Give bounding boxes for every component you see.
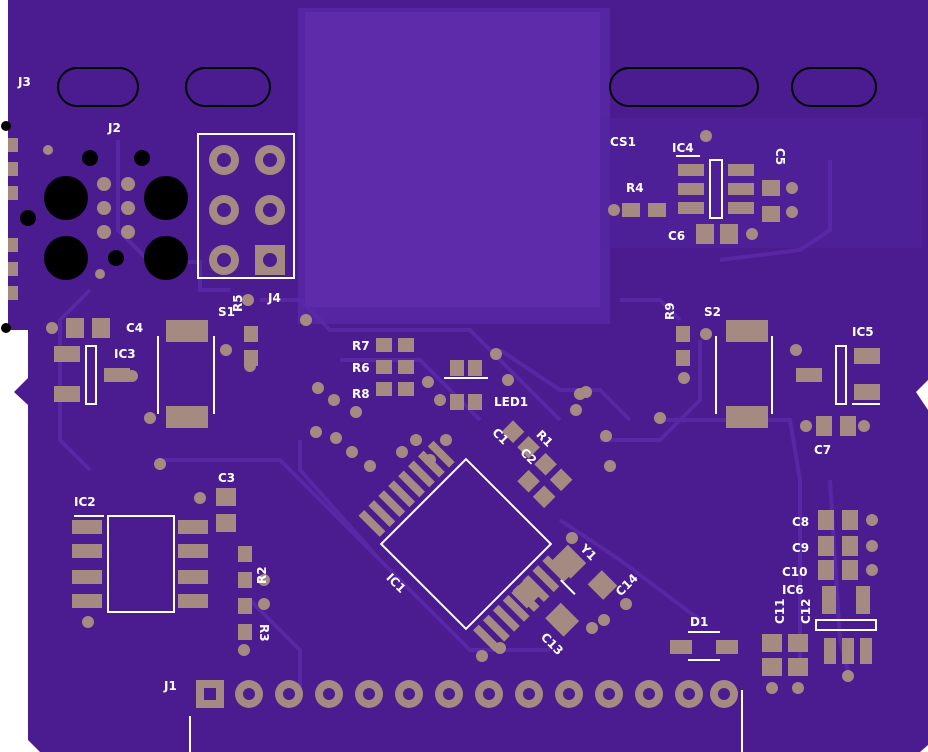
mcu-ic1 — [358, 440, 570, 652]
label-c5: C5 — [773, 148, 787, 165]
label-j1: J1 — [163, 679, 177, 693]
label-j4: J4 — [267, 291, 281, 305]
label-r7: R7 — [352, 339, 370, 353]
label-c8: C8 — [792, 515, 809, 529]
cs1-inner-area — [305, 12, 600, 307]
header-j4 — [197, 133, 295, 279]
label-r9: R9 — [663, 302, 677, 320]
crystal-y1 — [511, 544, 618, 637]
label-j3: J3 — [17, 75, 31, 89]
silkscreen-labels: J3 J2 J4 J1 CS1 IC4 R4 C5 C6 C4 S1 R5 IC… — [17, 75, 874, 693]
label-ic2: IC2 — [74, 495, 96, 509]
label-c4: C4 — [126, 321, 143, 335]
ic6-silk — [815, 619, 877, 631]
label-ic5: IC5 — [852, 325, 874, 339]
label-j2: J2 — [107, 121, 121, 135]
label-led1: LED1 — [494, 395, 528, 409]
label-s1: S1 — [218, 305, 235, 319]
header-j1 — [196, 680, 738, 708]
ic3-silk — [85, 345, 97, 405]
vias — [46, 130, 878, 694]
label-r8: R8 — [352, 387, 370, 401]
silk-lines — [74, 155, 880, 752]
j3-edge-pads — [1, 121, 18, 333]
smd-pads — [54, 164, 880, 676]
ic4-silk — [709, 159, 723, 219]
label-r3: R3 — [257, 624, 271, 642]
ic2-outline — [107, 515, 175, 613]
label-c11: C11 — [773, 598, 787, 624]
ic5-silk — [835, 345, 847, 405]
traces — [58, 140, 852, 690]
label-c12: C12 — [799, 598, 813, 624]
label-ic4: IC4 — [672, 141, 694, 155]
label-r5: R5 — [231, 294, 245, 312]
label-c9: C9 — [792, 541, 809, 555]
right-copper-area — [600, 118, 922, 248]
mounting-slots — [57, 67, 877, 107]
label-c6: C6 — [668, 229, 685, 243]
label-cs1: CS1 — [610, 135, 636, 149]
label-d1: D1 — [690, 615, 708, 629]
label-r4: R4 — [626, 181, 644, 195]
usb-connector-j2 — [20, 145, 188, 280]
label-r2: R2 — [255, 566, 269, 584]
label-r6: R6 — [352, 361, 370, 375]
label-c10: C10 — [782, 565, 808, 579]
label-c3: C3 — [218, 471, 235, 485]
label-ic3: IC3 — [114, 347, 136, 361]
label-s2: S2 — [704, 305, 721, 319]
label-ic6: IC6 — [782, 583, 804, 597]
label-c7: C7 — [814, 443, 831, 457]
